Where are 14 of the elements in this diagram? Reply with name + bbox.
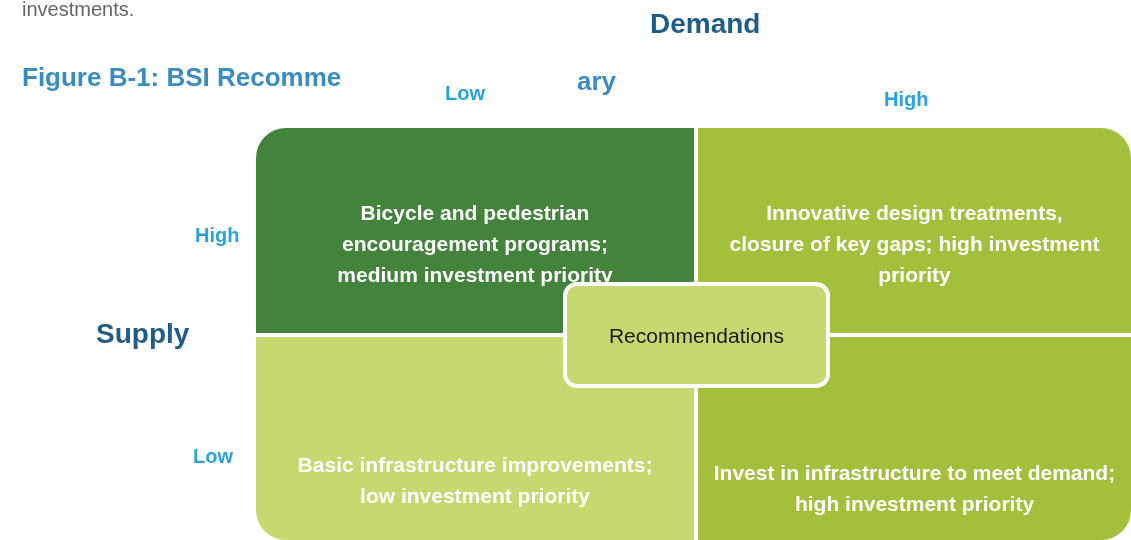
axis-title: Supply (96, 318, 190, 350)
figure-title: Figure B-1: BSI Recomme (22, 62, 342, 93)
body-text: investments. (22, 0, 135, 21)
quadrant-text: Invest in infrastructure to meet demand; high investment priority (712, 459, 1117, 517)
axis-tick-label: Low (445, 82, 485, 105)
figure-title: ary (577, 66, 617, 97)
quadrant-text: Basic infrastructure improvements; low investment priority (296, 451, 654, 509)
center-label: Recommendations (608, 322, 785, 349)
axis-tick-label: Low (193, 445, 233, 468)
quadrant-text: Innovative design treatments, closure of key gaps; high investment priority (728, 200, 1101, 288)
axis-tick-label: High (195, 224, 240, 247)
axis-tick-label: High (884, 88, 929, 111)
quadrant-text: Bicycle and pedestrian encouragement programs; medium investment priority (336, 200, 614, 288)
axis-title: Demand (650, 8, 761, 40)
